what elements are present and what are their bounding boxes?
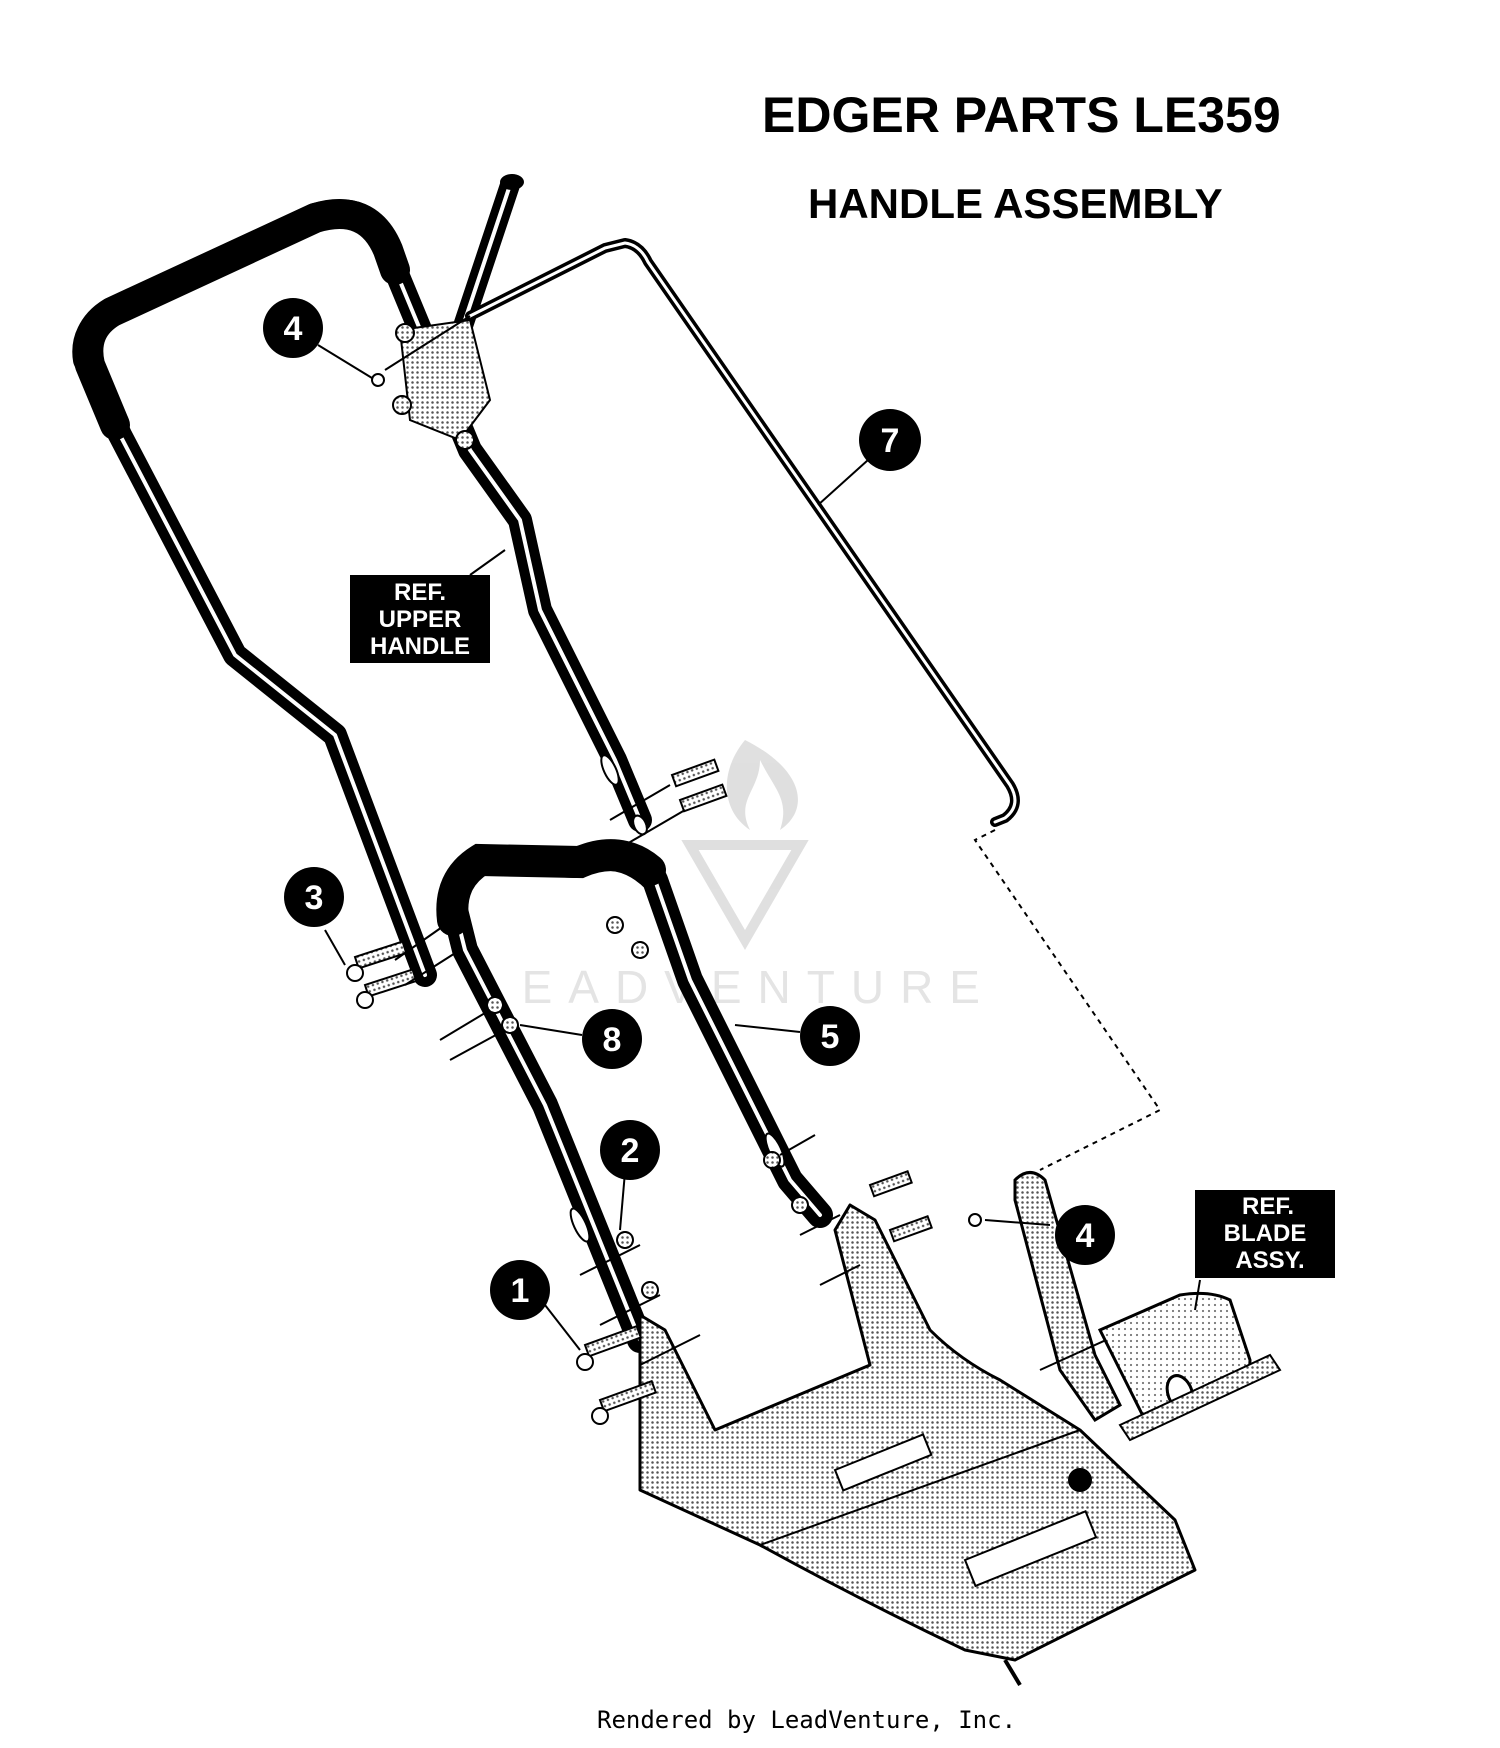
callout-number: 8 (603, 1021, 622, 1059)
callout-7: 7 (859, 409, 921, 471)
footer-credit: Rendered by LeadVenture, Inc. (597, 1706, 1017, 1734)
lower-handle (436, 839, 833, 1353)
ref-label-line: UPPER (379, 606, 462, 633)
nut-group-8 (439, 916, 649, 1061)
bolt-group-1 (576, 1231, 701, 1425)
ref-upper-handle-label: REF. UPPER HANDLE (350, 575, 490, 663)
callout-number: 4 (1076, 1217, 1095, 1255)
callout-5: 5 (800, 1006, 860, 1066)
blade-arm (1013, 1171, 1282, 1442)
ref-label-line: BLADE (1224, 1220, 1307, 1247)
page-title: EDGER PARTS LE359 (762, 87, 1281, 143)
ref-label-line: ASSY. (1235, 1247, 1304, 1274)
callout-number: 2 (621, 1132, 640, 1170)
callout-number: 7 (881, 422, 900, 460)
watermark-logo (681, 740, 809, 950)
leader-lines (317, 344, 1201, 1351)
ref-label-line: REF. (394, 579, 446, 606)
callout-1: 1 (490, 1260, 550, 1320)
ref-label-line: HANDLE (370, 633, 470, 660)
callout-4-lower: 4 (1055, 1205, 1115, 1265)
watermark-text: LEADVENTURE (480, 961, 996, 1013)
callout-number: 5 (821, 1018, 840, 1056)
callout-4-upper: 4 (263, 298, 323, 358)
callout-number: 1 (511, 1272, 530, 1310)
callout-8: 8 (582, 1009, 642, 1069)
ref-blade-assy-label: REF. BLADE ASSY. (1195, 1190, 1335, 1278)
ref-label-line: REF. (1242, 1193, 1294, 1220)
control-lever (392, 174, 524, 450)
callout-number: 3 (305, 879, 324, 917)
callout-number: 4 (284, 310, 303, 348)
bolt-group-3 (346, 924, 461, 1009)
upper-handle (72, 199, 652, 987)
page-subtitle: HANDLE ASSEMBLY (808, 180, 1223, 227)
callout-2: 2 (600, 1120, 660, 1180)
edger-frame (638, 1203, 1197, 1687)
callout-3: 3 (284, 867, 344, 927)
bolt-group-upper (609, 758, 728, 846)
control-rod (384, 238, 1162, 1171)
bolt-group-right (371, 373, 982, 1286)
